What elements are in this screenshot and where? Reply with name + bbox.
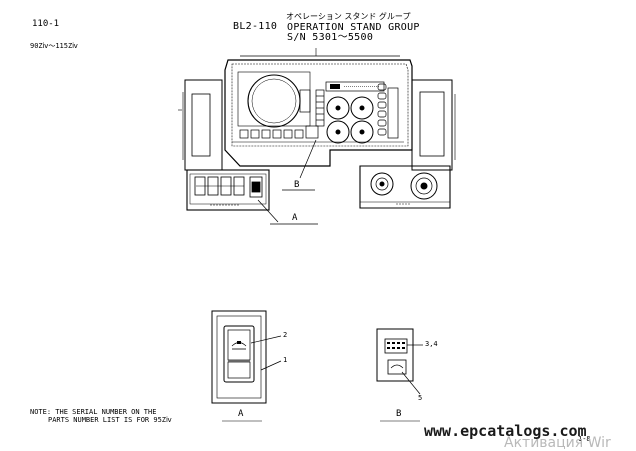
catalog-url-link[interactable]: www.epcatalogs.com [424, 422, 587, 440]
detail-a-caption: A [238, 409, 244, 419]
note-line-1: NOTE: THE SERIAL NUMBER ON THE [30, 408, 157, 416]
title-english: OPERATION STAND GROUP [287, 22, 420, 33]
activation-watermark: Активация Wir [504, 435, 611, 451]
detail-b-caption: B [396, 409, 402, 419]
serial-range: S/N 5301～5500 [287, 32, 374, 43]
page-code: 110-1 [32, 19, 60, 29]
part-number: BL2-110 [233, 21, 278, 32]
model-range: 90Zⅳ～115Zⅳ [30, 42, 78, 50]
detail-b-lamp-drawing [376, 328, 423, 395]
ref-number-1: 1 [283, 356, 288, 364]
callout-a: A [292, 213, 298, 223]
title-japanese: オペレーション スタンド グループ [286, 12, 411, 21]
ref-number-2: 2 [283, 331, 288, 339]
ref-number-3-4: 3,4 [425, 340, 438, 348]
detail-a-switch-drawing [211, 310, 282, 404]
ref-number-5: 5 [418, 394, 423, 402]
page-reference: 1-8 [578, 435, 591, 443]
note-line-2: PARTS NUMBER LIST IS FOR 95Zⅳ [48, 416, 172, 424]
operation-stand-drawing [178, 48, 456, 225]
callout-b: B [294, 180, 300, 190]
